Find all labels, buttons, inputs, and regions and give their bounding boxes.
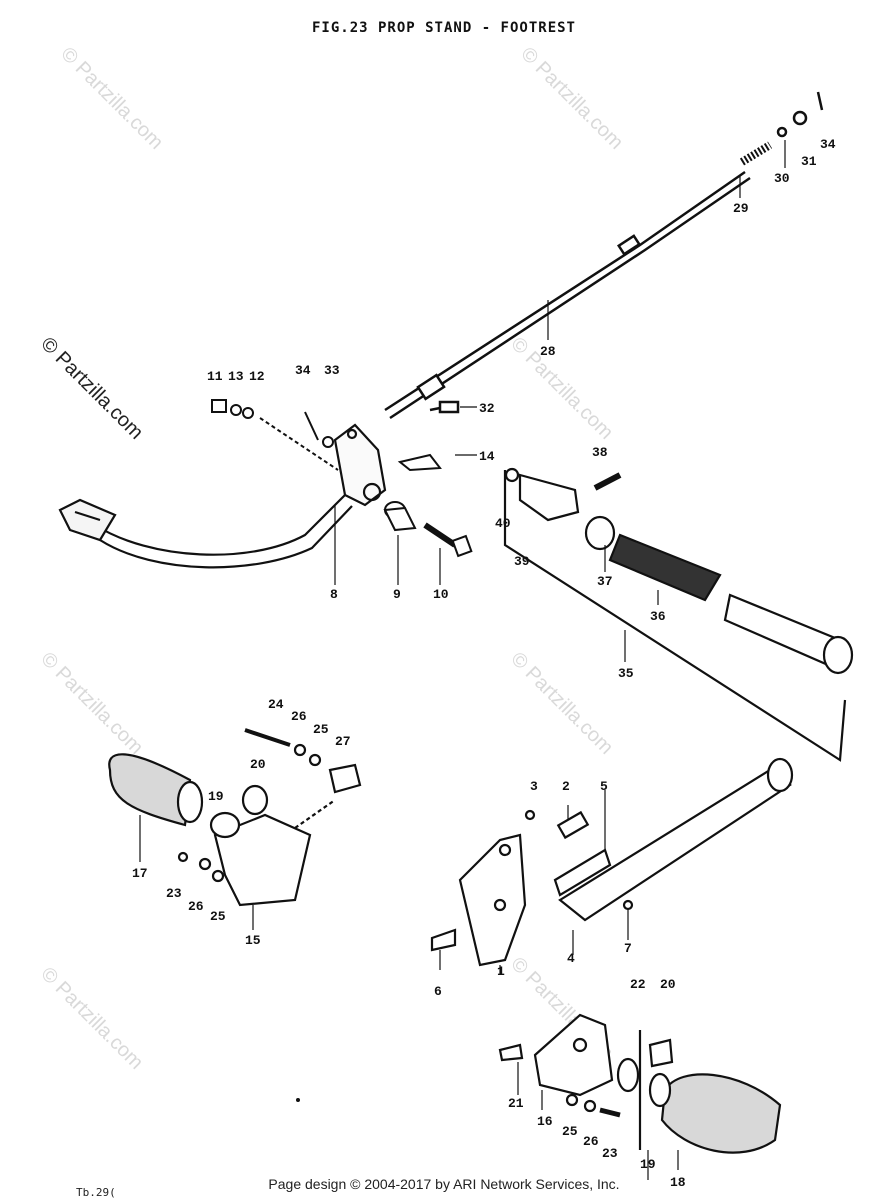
callout-10: 10: [433, 587, 449, 602]
watermark-layer: © Partzilla.com © Partzilla.com © Partzi…: [36, 43, 627, 1074]
speck-mark: [296, 1098, 300, 1102]
callout-38: 38: [592, 445, 608, 460]
callout-26-upper: 26: [291, 709, 307, 724]
cable-assembly: [384, 91, 824, 420]
callout-28: 28: [540, 344, 556, 359]
callout-1: 1: [497, 964, 505, 979]
callout-4: 4: [567, 951, 575, 966]
callout-26-left: 26: [188, 899, 204, 914]
left-footrest-assembly: [108, 728, 362, 907]
callout-20-right: 20: [660, 977, 676, 992]
callout-20-left: 20: [250, 757, 266, 772]
watermark-text: © Partzilla.com: [56, 43, 167, 154]
callout-19-bottom: 19: [640, 1157, 656, 1172]
callout-14: 14: [479, 449, 495, 464]
pivot-bushing-bolt: [383, 453, 473, 558]
callout-19-left: 19: [208, 789, 224, 804]
callout-37: 37: [597, 574, 613, 589]
callout-25-left: 25: [210, 909, 226, 924]
watermark-text: © Partzilla.com: [516, 43, 627, 154]
footrest-bar: [503, 467, 854, 762]
watermark-text-bold: © Partzilla.com: [36, 333, 147, 444]
callout-2: 2: [562, 779, 570, 794]
callout-23-left: 23: [166, 886, 182, 901]
callout-18: 18: [670, 1175, 686, 1190]
spring-clip-parts: [211, 399, 339, 471]
callout-30: 30: [774, 171, 790, 186]
leader-lines: [139, 140, 786, 1180]
footer-copyright: Page design © 2004-2017 by ARI Network S…: [268, 1176, 620, 1192]
watermark-text: © Partzilla.com: [36, 648, 147, 759]
callout-17: 17: [132, 866, 148, 881]
callout-16: 16: [537, 1114, 553, 1129]
callout-36: 36: [650, 609, 666, 624]
right-footrest-assembly: [430, 757, 794, 967]
callout-33: 33: [324, 363, 340, 378]
callout-21: 21: [508, 1096, 524, 1111]
callout-13: 13: [228, 369, 244, 384]
rear-footrest-assembly: [498, 1013, 782, 1154]
callout-40: 40: [495, 516, 511, 531]
callout-9: 9: [393, 587, 401, 602]
callout-12: 12: [249, 369, 265, 384]
callout-6: 6: [434, 984, 442, 999]
callout-24: 24: [268, 697, 284, 712]
callout-22: 22: [630, 977, 646, 992]
callout-26-bottom: 26: [583, 1134, 599, 1149]
callout-3: 3: [530, 779, 538, 794]
callout-23-bottom: 23: [602, 1146, 618, 1161]
callout-29: 29: [733, 201, 749, 216]
callout-39: 39: [514, 554, 530, 569]
callout-31: 31: [801, 154, 817, 169]
callout-7: 7: [624, 941, 632, 956]
callout-15: 15: [245, 933, 261, 948]
watermark-text: © Partzilla.com: [506, 333, 617, 444]
callout-27: 27: [335, 734, 351, 749]
callout-11: 11: [207, 369, 223, 384]
callout-34-upper: 34: [295, 363, 311, 378]
callout-8: 8: [330, 587, 338, 602]
corner-code: Tb.29(: [76, 1186, 116, 1199]
callout-25-upper: 25: [313, 722, 329, 737]
callout-32: 32: [479, 401, 495, 416]
watermark-text: © Partzilla.com: [506, 648, 617, 759]
callout-25-bottom: 25: [562, 1124, 578, 1139]
figure-title: FIG.23 PROP STAND - FOOTREST: [311, 20, 576, 36]
callout-labels: 1 2 3 4 5 6 7 8 9 10 11 13 12 34 33 14 3…: [132, 137, 836, 1190]
watermark-text: © Partzilla.com: [36, 963, 147, 1074]
callout-34-top: 34: [820, 137, 836, 152]
callout-35: 35: [618, 666, 634, 681]
prop-stand-leg: [58, 423, 387, 569]
callout-5: 5: [600, 779, 608, 794]
